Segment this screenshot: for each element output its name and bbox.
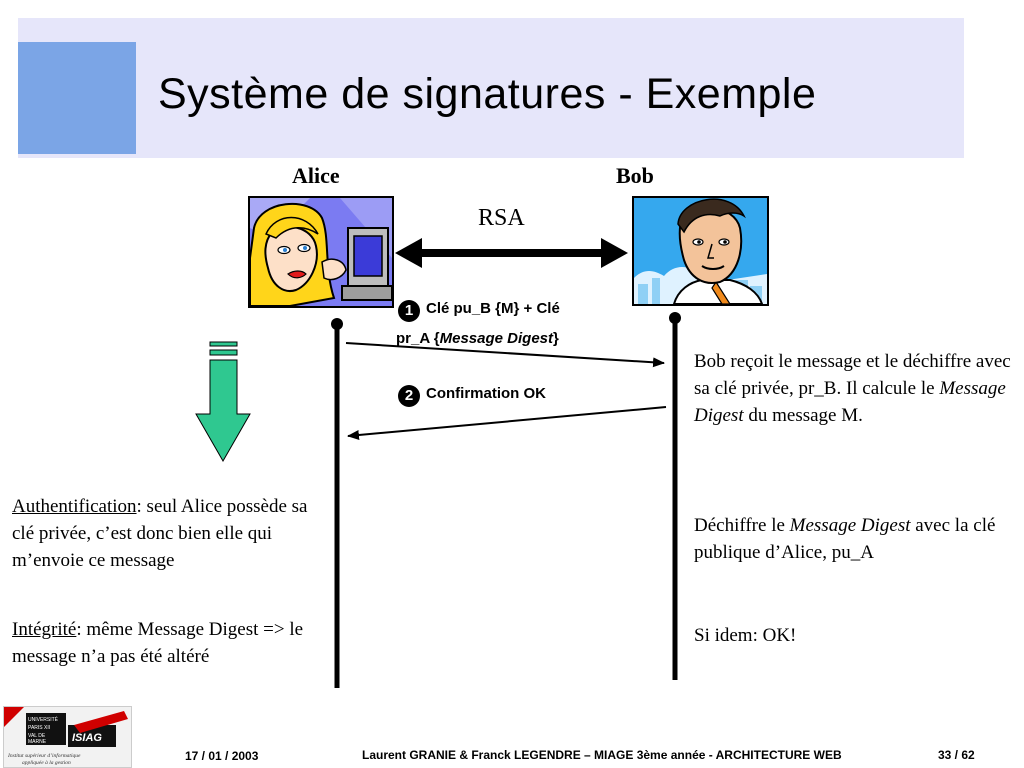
authentication-term: Authentification: [12, 496, 137, 517]
message1-line1: Clé pu_B {M} + Clé: [426, 300, 560, 317]
svg-text:VAL DE: VAL DE: [28, 733, 46, 739]
bob-p2-italic: Message Digest: [789, 515, 911, 536]
message2-label: 2 Confirmation OK: [398, 385, 546, 407]
isiag-logo-icon: UNIVERSITÉ PARIS XII VAL DE MARNE ISIAG …: [4, 707, 128, 766]
message1-line2-prefix: pr_A {: [396, 330, 440, 347]
message1-label-line2: pr_A {Message Digest}: [396, 330, 559, 347]
bob-p1-part-b: du message M.: [743, 405, 863, 426]
bob-receives-paragraph: Bob reçoit le message et le déchiffre av…: [694, 348, 1014, 429]
bob-ok-paragraph: Si idem: OK!: [694, 625, 797, 646]
alice-clipart: [250, 198, 392, 306]
rsa-label: RSA: [478, 205, 525, 231]
message2-arrow: [347, 406, 667, 440]
logo-university-text: UNIVERSITÉ: [28, 716, 59, 723]
svg-text:MARNE: MARNE: [28, 739, 47, 745]
footer-page-number: 33 / 62: [938, 748, 975, 762]
bob-label: Bob: [616, 163, 654, 188]
message1-label: 1 Clé pu_B {M} + Clé: [398, 300, 560, 322]
message1-number-badge: 1: [398, 300, 420, 322]
bob-clipart: [634, 198, 767, 304]
title-accent-square: [18, 42, 136, 154]
message1-line2-suffix: }: [553, 330, 559, 347]
message1-line2-italic: Message Digest: [439, 330, 554, 347]
footer-date: 17 / 01 / 2003: [185, 749, 259, 763]
bob-p1-italic: Message Digest: [694, 378, 1006, 426]
title-band: [18, 18, 964, 158]
message1-arrow: [345, 342, 665, 368]
svg-text:Institut supérieur d’informati: Institut supérieur d’informatique: [7, 752, 81, 759]
svg-text:appliquée à la gestion: appliquée à la gestion: [22, 760, 71, 766]
bob-p2-part-b: avec la clé publique d’Alice, pu_A: [694, 515, 996, 563]
footer-authors: Laurent GRANIE & Franck LEGENDRE – MIAGE…: [362, 748, 842, 762]
integrity-text: : même Message Digest => le message n’a …: [12, 619, 304, 667]
rsa-double-arrow: [395, 238, 628, 268]
alice-lifeline: [331, 318, 343, 688]
integrity-term: Intégrité: [12, 619, 77, 640]
integrity-paragraph: Intégrité: même Message Digest => le mes…: [12, 616, 322, 670]
message2-number-badge: 2: [398, 385, 420, 407]
authentication-paragraph: Authentification: seul Alice possède sa …: [12, 493, 312, 574]
down-arrow-icon: [195, 341, 251, 463]
bob-decrypt-paragraph: Déchiffre le Message Digest avec la clé …: [694, 512, 1014, 566]
message2-text: Confirmation OK: [426, 385, 546, 402]
alice-label: Alice: [292, 163, 340, 188]
bob-lifeline: [669, 312, 681, 680]
university-logo: UNIVERSITÉ PARIS XII VAL DE MARNE ISIAG …: [3, 706, 132, 768]
bob-p2-part-a: Déchiffre le: [694, 515, 790, 536]
logo-brand-text: ISIAG: [72, 732, 102, 744]
alice-portrait: [248, 196, 394, 308]
authentication-text: : seul Alice possède sa clé privée, c’es…: [12, 496, 308, 571]
bob-p1-part-a: Bob reçoit le message et le déchiffre av…: [694, 351, 1011, 399]
slide-title: Système de signatures - Exemple: [158, 70, 817, 118]
bob-portrait: [632, 196, 769, 306]
svg-text:PARIS XII: PARIS XII: [28, 725, 50, 731]
